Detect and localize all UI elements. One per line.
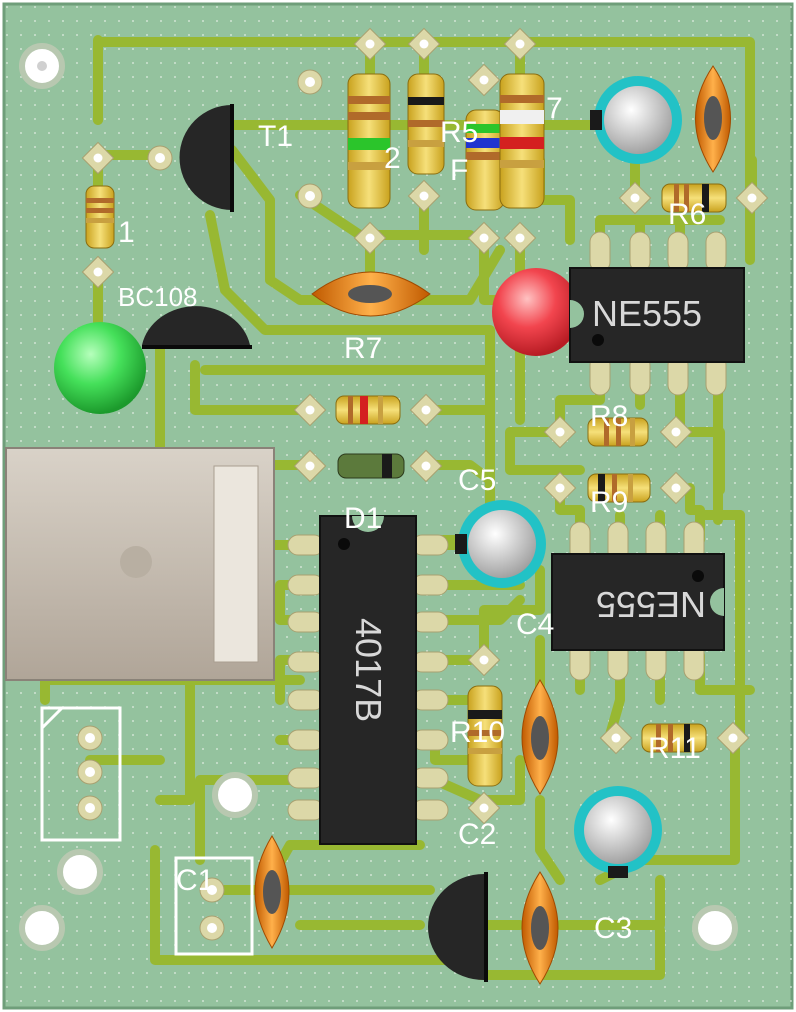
label-t1: T1 — [258, 120, 293, 153]
resistor-r1 — [85, 185, 115, 249]
label-r7: R7 — [344, 332, 382, 365]
power-jack — [5, 447, 275, 681]
diode-d1 — [337, 453, 405, 479]
label-c2: C2 — [458, 818, 496, 851]
resistor-r8 — [587, 417, 649, 447]
label-bc108: BC108 — [118, 282, 198, 312]
connector-two-pin — [174, 856, 254, 956]
ic-ne555-bottom — [551, 553, 725, 651]
resistor-r11 — [641, 723, 707, 753]
label-d1: D1 — [344, 502, 382, 535]
resistor-r6 — [465, 109, 505, 211]
resistor-r10 — [467, 685, 503, 787]
led-red — [492, 268, 580, 356]
resistor-r4 — [335, 395, 401, 425]
transistor-bc108 — [142, 306, 252, 349]
label-r-right: R6 — [668, 198, 706, 231]
ceramic-cap-r7 — [311, 271, 431, 317]
resistor-r2 — [347, 73, 391, 209]
electrolytic-cap-top — [590, 76, 682, 164]
ceramic-cap-c3 — [521, 871, 559, 985]
resistor-r6-right — [661, 183, 727, 213]
electrolytic-cap-c5 — [455, 500, 546, 588]
ic-4017-pins — [287, 534, 449, 821]
transistor-t1 — [179, 104, 234, 212]
label-c1: C1 — [176, 864, 214, 897]
label-c5: C5 — [458, 464, 496, 497]
electrolytic-cap-bottom — [574, 786, 662, 878]
label-r10: R10 — [450, 716, 505, 749]
label-r1: 1 — [118, 216, 135, 249]
ic-4017-label: 4017B — [348, 618, 389, 722]
ic-ne555-top-label: NE555 — [592, 293, 702, 334]
label-r9: R9 — [590, 486, 628, 519]
ic-ne555-top — [569, 267, 745, 363]
led-green — [54, 322, 146, 414]
resistor-r9 — [587, 473, 651, 503]
mounting-holes — [19, 43, 738, 951]
label-r5: R5 — [440, 116, 478, 149]
label-r2: 2 — [384, 142, 401, 175]
label-c3: C3 — [594, 912, 632, 945]
ceramic-cap-c1 — [254, 835, 290, 949]
resistor-r5 — [407, 73, 445, 175]
ceramic-cap-top-right — [695, 65, 731, 173]
connector-three-pin — [40, 706, 122, 842]
label-c4: C4 — [516, 608, 554, 641]
ic-4017 — [319, 515, 417, 845]
label-r8: R8 — [590, 400, 628, 433]
ceramic-cap-c2 — [521, 679, 559, 795]
label-r11: R11 — [648, 732, 701, 765]
ic-ne555-bottom-label: NE555 — [596, 584, 706, 625]
resistor-r7-top — [499, 73, 545, 209]
transistor-bottom — [428, 872, 488, 982]
label-r7-top: 7 — [546, 92, 563, 125]
label-r6: F — [450, 154, 468, 187]
